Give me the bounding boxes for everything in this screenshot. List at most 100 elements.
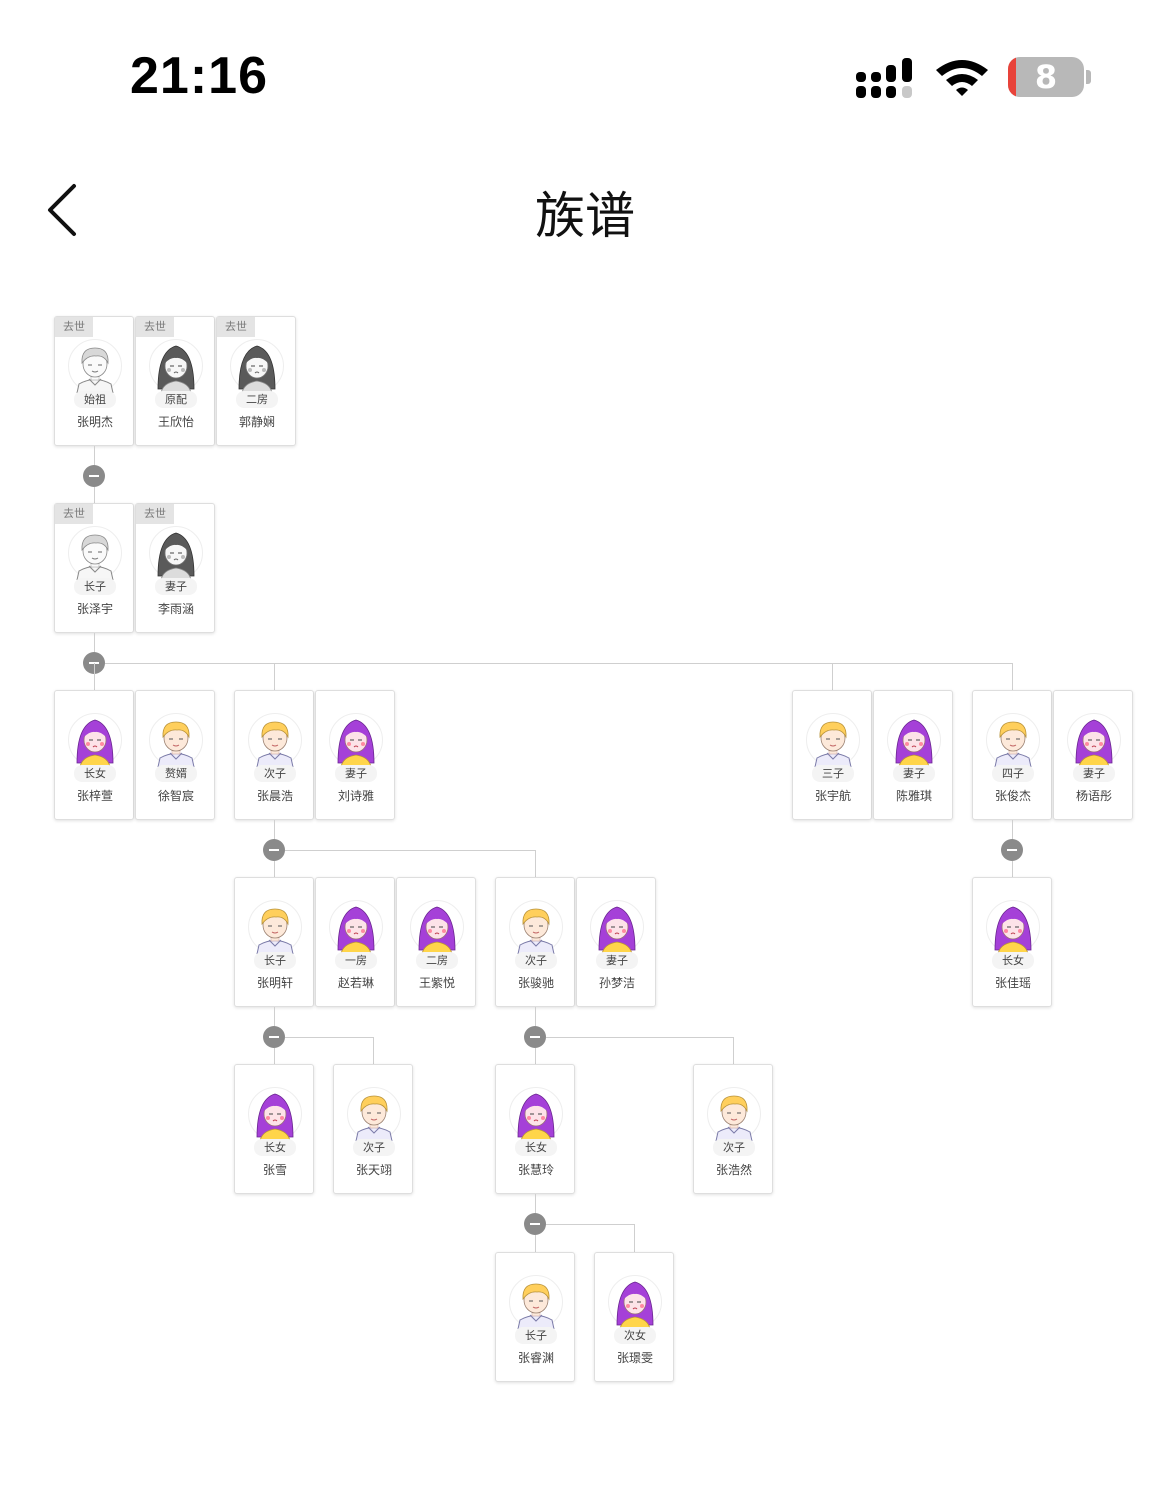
- member-card[interactable]: 妻子杨语彤: [1053, 690, 1133, 820]
- member-role-label: 二房: [236, 391, 278, 408]
- male-avatar-icon: [707, 1087, 761, 1141]
- member-card[interactable]: 长女张雪: [234, 1064, 314, 1194]
- deceased-badge: 去世: [136, 504, 174, 524]
- member-card[interactable]: 次子张天翊: [333, 1064, 413, 1194]
- female-avatar-icon: [248, 1087, 302, 1141]
- male-avatar-icon: [347, 1087, 401, 1141]
- member-card[interactable]: 去世原配王欣怡: [135, 316, 215, 446]
- member-role-label: 妻子: [335, 765, 377, 782]
- tree-connector-line: [94, 487, 95, 503]
- tree-connector-line: [1012, 861, 1013, 877]
- battery-icon: 8: [1008, 57, 1084, 97]
- tree-connector-line: [535, 1194, 536, 1214]
- member-role-label: 原配: [155, 391, 197, 408]
- member-role-label: 次子: [713, 1139, 755, 1156]
- female-avatar-icon: [149, 526, 203, 580]
- member-role-label: 二房: [416, 952, 458, 969]
- member-name: 孙梦洁: [598, 976, 635, 990]
- deceased-badge: 去世: [217, 317, 255, 337]
- member-card[interactable]: 去世二房郭静娴: [216, 316, 296, 446]
- member-name: 张明杰: [76, 415, 113, 429]
- member-card[interactable]: 次子张浩然: [693, 1064, 773, 1194]
- member-role-label: 始祖: [74, 391, 116, 408]
- battery-tip: [1086, 70, 1091, 84]
- member-card[interactable]: 四子张俊杰: [972, 690, 1052, 820]
- tree-connector-line: [274, 1007, 275, 1027]
- member-role-label: 长子: [515, 1327, 557, 1344]
- member-name: 刘诗雅: [337, 789, 374, 803]
- female-avatar-icon: [329, 900, 383, 954]
- status-time: 21:16: [130, 47, 268, 105]
- female-avatar-icon: [986, 900, 1040, 954]
- member-card[interactable]: 妻子孙梦洁: [576, 877, 656, 1007]
- collapse-toggle-button[interactable]: [1001, 839, 1023, 861]
- member-role-label: 次女: [614, 1327, 656, 1344]
- member-name: 李雨涵: [157, 602, 194, 616]
- tree-connector-line: [274, 663, 275, 690]
- collapse-toggle-button[interactable]: [524, 1026, 546, 1048]
- member-card[interactable]: 去世妻子李雨涵: [135, 503, 215, 633]
- member-card[interactable]: 长女张佳瑶: [972, 877, 1052, 1007]
- member-name: 张明轩: [256, 976, 293, 990]
- member-name: 张泽宇: [76, 602, 113, 616]
- female-avatar-icon: [410, 900, 464, 954]
- member-role-label: 妻子: [596, 952, 638, 969]
- deceased-badge: 去世: [55, 504, 93, 524]
- member-card[interactable]: 一房赵若琳: [315, 877, 395, 1007]
- cellular-signal-icon: [856, 58, 912, 98]
- member-role-label: 赘婿: [155, 765, 197, 782]
- collapse-toggle-button[interactable]: [263, 839, 285, 861]
- member-name: 张雪: [262, 1163, 287, 1177]
- wifi-icon: [936, 60, 988, 96]
- male-avatar-icon: [986, 713, 1040, 767]
- female-avatar-icon: [590, 900, 644, 954]
- member-card[interactable]: 去世长子张泽宇: [54, 503, 134, 633]
- male-avatar-icon: [248, 900, 302, 954]
- female-avatar-icon: [329, 713, 383, 767]
- member-name: 张浩然: [715, 1163, 752, 1177]
- back-button[interactable]: [40, 180, 90, 240]
- member-role-label: 长女: [254, 1139, 296, 1156]
- member-card[interactable]: 妻子陈雅琪: [873, 690, 953, 820]
- member-role-label: 长女: [74, 765, 116, 782]
- tree-connector-line: [535, 1007, 536, 1027]
- tree-connector-line: [105, 663, 1012, 664]
- member-role-label: 次子: [353, 1139, 395, 1156]
- member-name: 张俊杰: [994, 789, 1031, 803]
- male-avatar-icon: [68, 526, 122, 580]
- member-card[interactable]: 次子张骏驰: [495, 877, 575, 1007]
- member-card[interactable]: 长子张睿渊: [495, 1252, 575, 1382]
- member-card[interactable]: 长子张明轩: [234, 877, 314, 1007]
- tree-connector-line: [274, 861, 275, 877]
- tree-connector-line: [733, 1037, 734, 1064]
- member-name: 郭静娴: [238, 415, 275, 429]
- deceased-badge: 去世: [136, 317, 174, 337]
- member-role-label: 妻子: [155, 578, 197, 595]
- tree-connector-line: [535, 850, 536, 877]
- member-name: 王紫悦: [418, 976, 455, 990]
- collapse-toggle-button[interactable]: [263, 1026, 285, 1048]
- tree-connector-line: [94, 446, 95, 466]
- collapse-toggle-button[interactable]: [524, 1213, 546, 1235]
- member-card[interactable]: 长女张慧玲: [495, 1064, 575, 1194]
- female-avatar-icon: [1067, 713, 1121, 767]
- member-name: 张梓萱: [76, 789, 113, 803]
- tree-connector-line: [373, 1037, 374, 1064]
- member-card[interactable]: 去世始祖张明杰: [54, 316, 134, 446]
- member-card[interactable]: 长女张梓萱: [54, 690, 134, 820]
- member-role-label: 一房: [335, 952, 377, 969]
- collapse-toggle-button[interactable]: [83, 465, 105, 487]
- member-card[interactable]: 妻子刘诗雅: [315, 690, 395, 820]
- member-name: 徐智宸: [157, 789, 194, 803]
- female-avatar-icon: [608, 1275, 662, 1329]
- nav-bar: 族谱: [0, 150, 1170, 270]
- member-name: 王欣怡: [157, 415, 194, 429]
- tree-connector-line: [832, 663, 833, 690]
- member-card[interactable]: 次女张璟雯: [594, 1252, 674, 1382]
- member-card[interactable]: 赘婿徐智宸: [135, 690, 215, 820]
- member-card[interactable]: 次子张晨浩: [234, 690, 314, 820]
- male-avatar-icon: [509, 900, 563, 954]
- member-card[interactable]: 三子张宇航: [792, 690, 872, 820]
- member-name: 杨语彤: [1075, 789, 1112, 803]
- member-card[interactable]: 二房王紫悦: [396, 877, 476, 1007]
